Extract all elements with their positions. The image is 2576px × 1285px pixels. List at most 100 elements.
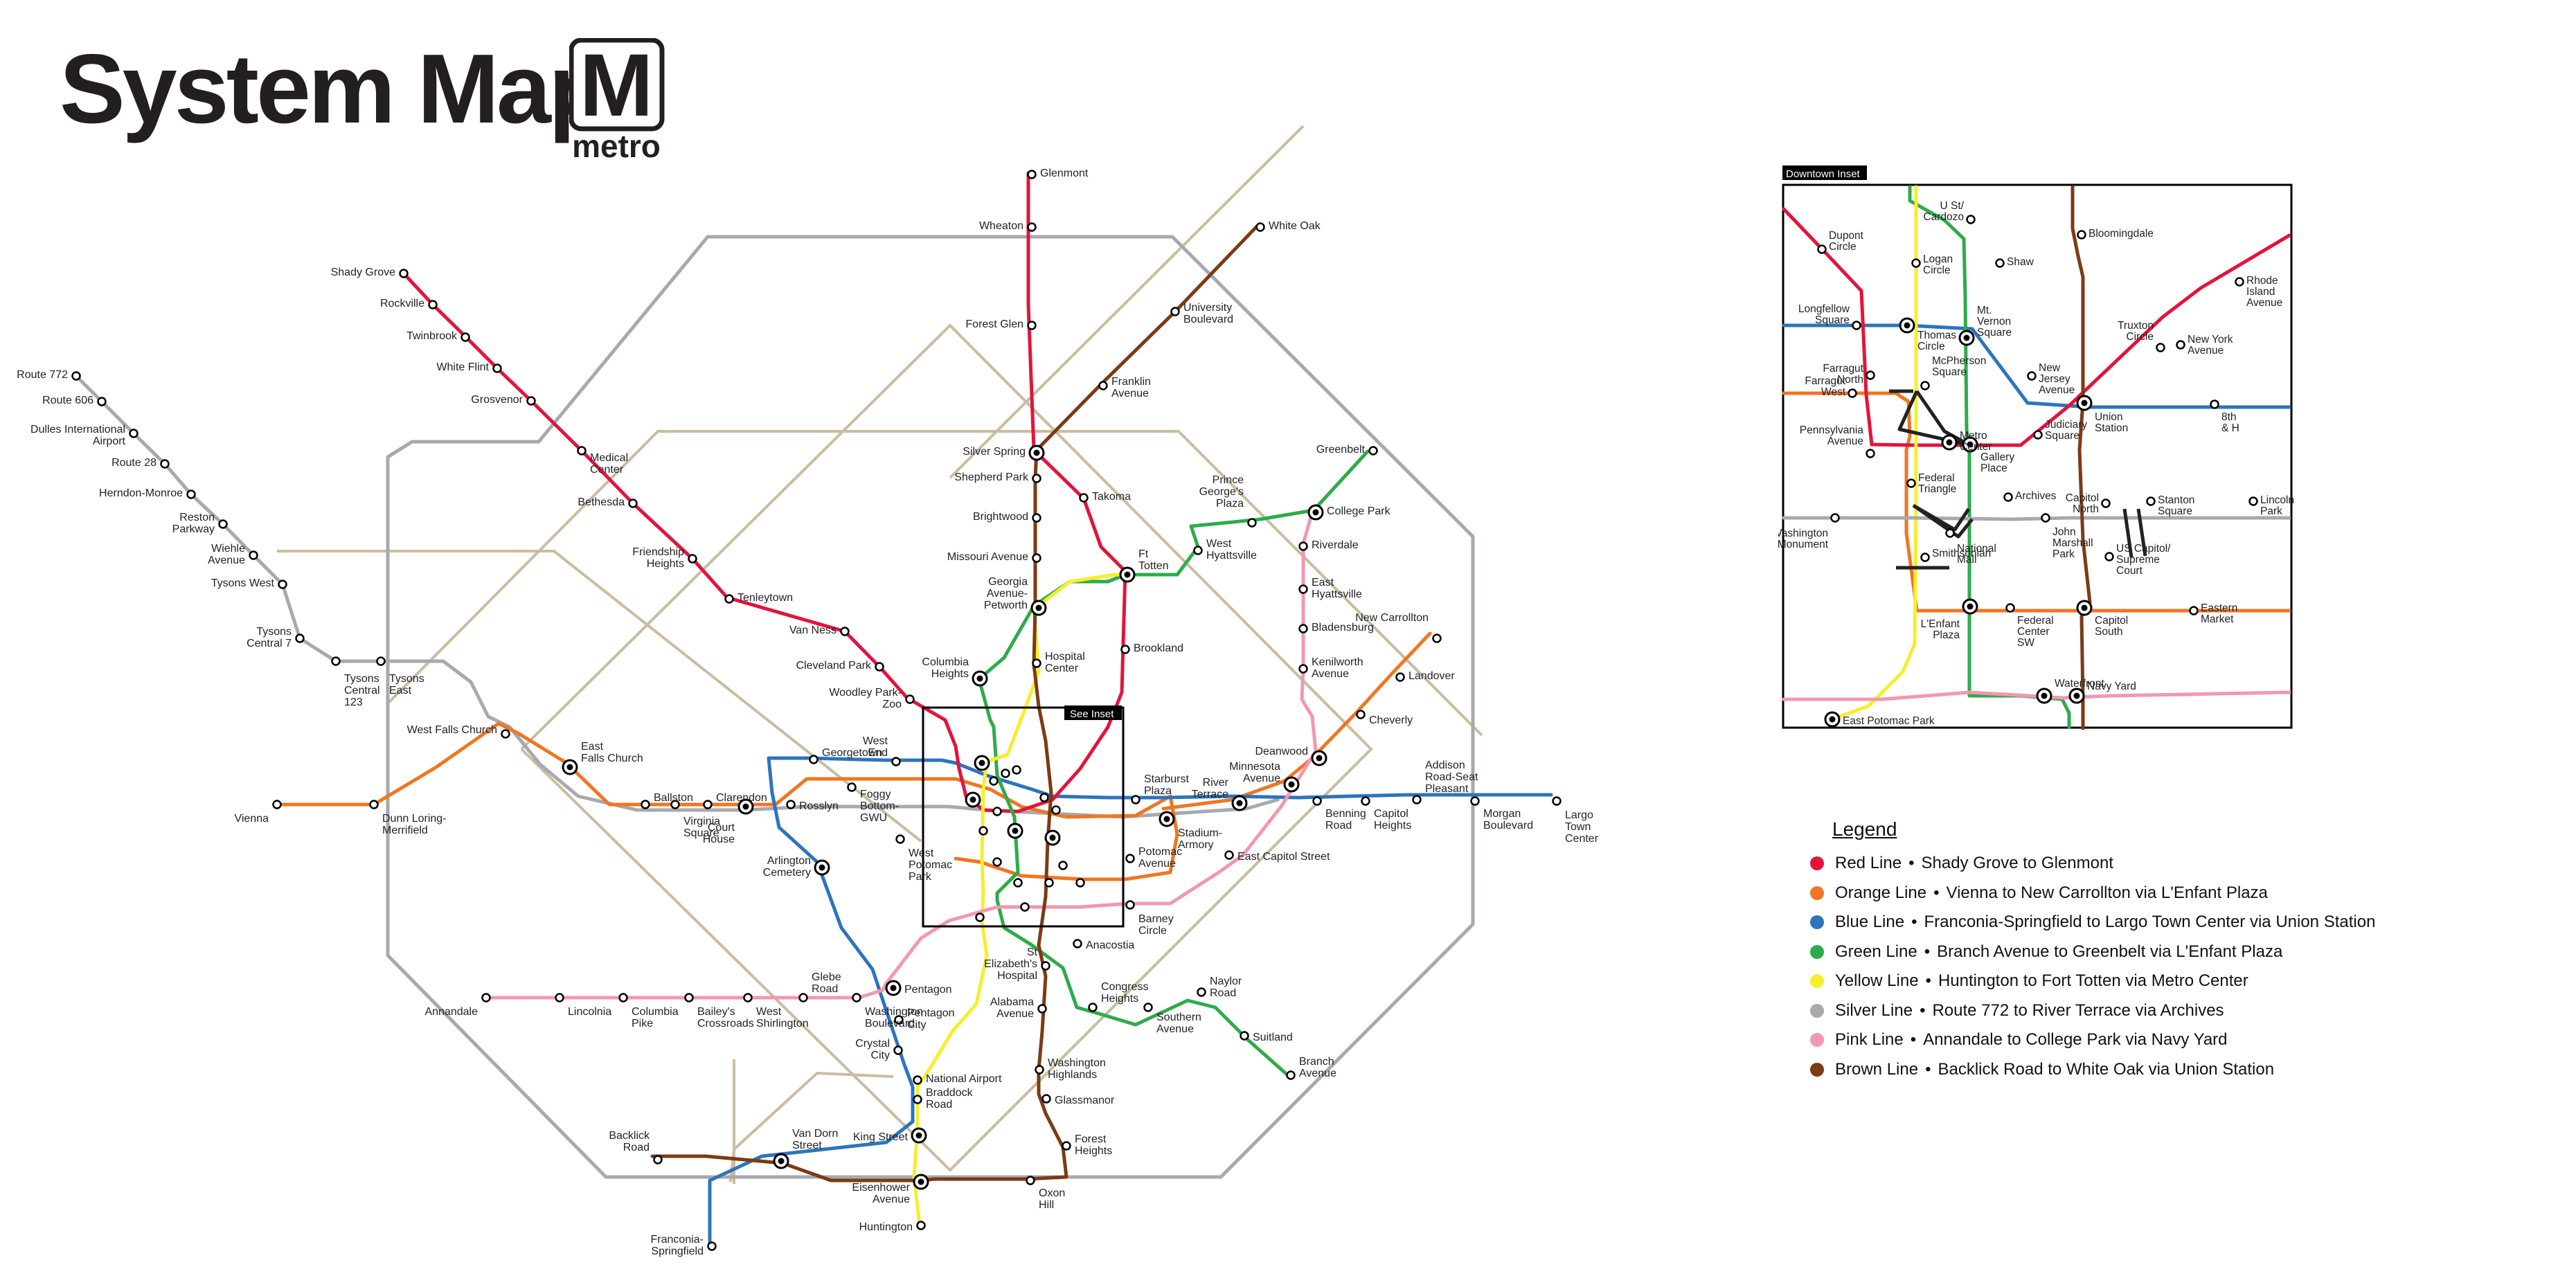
inset-station-rhode-island-avenue[interactable] [2235, 277, 2244, 287]
station-huntington[interactable] [916, 1221, 926, 1230]
station-southern-avenue[interactable] [1143, 1003, 1153, 1012]
station-university-boulevard[interactable] [1170, 307, 1180, 316]
inset-station-longfellow-square[interactable] [1852, 321, 1861, 330]
station-bethesda[interactable] [628, 498, 638, 508]
station-columbia-pike[interactable] [618, 993, 628, 1003]
station-brookland[interactable] [1120, 645, 1130, 654]
station-white-flint[interactable] [492, 363, 502, 373]
station-st-elizabeth-s-hospital[interactable] [1041, 961, 1050, 971]
inset-station-washington-monument[interactable] [1830, 513, 1840, 523]
station-starburst-plaza[interactable] [1131, 795, 1141, 805]
station-white-oak[interactable] [1255, 222, 1265, 232]
station-branch-avenue[interactable] [1286, 1070, 1296, 1080]
station-forest-glen[interactable] [1027, 321, 1037, 330]
inset-station-shaw[interactable] [1995, 258, 2005, 268]
station-shepherd-park[interactable] [1032, 474, 1041, 483]
station-tysons-central-7[interactable] [295, 633, 305, 643]
station-alabama-avenue[interactable] [1037, 1004, 1047, 1014]
station-riverdale[interactable] [1298, 541, 1308, 551]
downtown-station-marker[interactable] [1051, 805, 1061, 815]
station-west-shirlington[interactable] [743, 993, 753, 1003]
station-lincolnia[interactable] [555, 993, 564, 1003]
station-oxon-hill[interactable] [1026, 1176, 1035, 1185]
station-barney-circle[interactable] [1125, 900, 1135, 910]
inset-station-federal-triangle[interactable] [1906, 478, 1916, 488]
station-west-falls-church[interactable] [501, 729, 510, 739]
station-franconia-springfield[interactable] [707, 1241, 717, 1251]
station-west-end[interactable] [891, 757, 901, 766]
downtown-station-marker[interactable] [992, 857, 1002, 867]
station-ballston[interactable] [641, 800, 650, 809]
station-anacostia[interactable] [1073, 939, 1082, 949]
station-woodley-park-zoo[interactable] [905, 694, 915, 704]
downtown-station-marker[interactable] [1039, 793, 1049, 802]
station-reston-parkway[interactable] [218, 519, 228, 529]
station-franklin-avenue[interactable] [1098, 381, 1108, 390]
station-tysons-west[interactable] [278, 579, 287, 589]
station-glassmanor[interactable] [1041, 1094, 1051, 1104]
station-benning-road[interactable] [1312, 796, 1322, 806]
station-pentagon-city[interactable] [894, 1015, 904, 1025]
inset-station-dupont-circle[interactable] [1817, 244, 1827, 254]
station-virginia-square[interactable] [670, 800, 680, 809]
station-capitol-heights[interactable] [1361, 796, 1370, 806]
station-clarendon[interactable] [703, 800, 713, 809]
inset-station-logan-circle[interactable] [1911, 258, 1921, 268]
downtown-station-marker[interactable] [1075, 878, 1085, 888]
station-cheverly[interactable] [1356, 710, 1366, 719]
station-braddock-road[interactable] [913, 1095, 922, 1104]
station-herndon-monroe[interactable] [186, 489, 196, 499]
station-east-capitol-street[interactable] [1224, 850, 1234, 860]
downtown-station-marker[interactable] [1013, 878, 1023, 888]
station-grosvenor[interactable] [526, 396, 536, 406]
downtown-station-marker[interactable] [1044, 878, 1054, 888]
station-twinbrook[interactable] [460, 332, 470, 342]
station-dulles-international-airport[interactable] [129, 429, 138, 438]
station-rockville[interactable] [428, 300, 438, 309]
downtown-station-marker[interactable] [989, 776, 999, 786]
station-tysons-east[interactable] [376, 656, 386, 666]
inset-station-8th-h[interactable] [2210, 399, 2219, 409]
station-glenmont[interactable] [1027, 170, 1037, 179]
inset-station-bloomingdale[interactable] [2077, 230, 2086, 240]
inset-station-lincoln-park[interactable] [2248, 496, 2258, 506]
station-tysons-central-123[interactable] [331, 656, 341, 666]
downtown-station-marker[interactable] [1012, 765, 1021, 775]
station-vienna[interactable] [272, 800, 282, 809]
station-wheaton[interactable] [1027, 222, 1037, 232]
downtown-station-marker[interactable] [1001, 769, 1010, 778]
inset-station-farragut-north[interactable] [1866, 370, 1875, 380]
station-largo-town-center[interactable] [1552, 796, 1562, 806]
station-glebe-road[interactable] [798, 993, 808, 1003]
station-kenilworth-avenue[interactable] [1298, 664, 1308, 674]
inset-station-pennsylvania-avenue[interactable] [1866, 449, 1875, 458]
inset-station-u-st-cardozo[interactable] [1966, 215, 1976, 224]
station-greenbelt[interactable] [1368, 446, 1378, 456]
station-route-28[interactable] [160, 459, 170, 469]
station-cleveland-park[interactable] [875, 662, 884, 672]
station-dunn-loring-merrifield[interactable] [369, 800, 379, 809]
inset-station-new-jersey-avenue[interactable] [2027, 371, 2037, 381]
station-national-airport[interactable] [913, 1075, 922, 1085]
station-shady-grove[interactable] [399, 269, 409, 278]
inset-station-john-marshall-park[interactable] [2041, 513, 2050, 523]
station-east-hyattsville[interactable] [1298, 584, 1308, 594]
station-west-potomac-park[interactable] [895, 834, 905, 844]
downtown-station-marker[interactable] [1020, 902, 1030, 912]
station-west-hyattsville[interactable] [1193, 546, 1203, 555]
inset-station-judiciary-square[interactable] [2033, 430, 2043, 440]
station-forest-heights[interactable] [1062, 1141, 1071, 1151]
station-potomac-avenue[interactable] [1125, 854, 1135, 863]
inset-station-archives[interactable] [2003, 492, 2013, 502]
station-rosslyn[interactable] [786, 800, 796, 809]
station-brightwood[interactable] [1032, 513, 1041, 523]
station-naylor-road[interactable] [1197, 987, 1206, 997]
station-crystal-city[interactable] [893, 1045, 903, 1055]
station-takoma[interactable] [1079, 493, 1089, 503]
station-suitland[interactable] [1240, 1031, 1249, 1041]
inset-station-new-york-avenue[interactable] [2176, 340, 2185, 350]
station-route-772[interactable] [71, 371, 81, 381]
station-congress-heights[interactable] [1088, 1003, 1098, 1012]
inset-station-farragut-west[interactable] [1848, 388, 1857, 398]
station-landover[interactable] [1395, 672, 1405, 682]
